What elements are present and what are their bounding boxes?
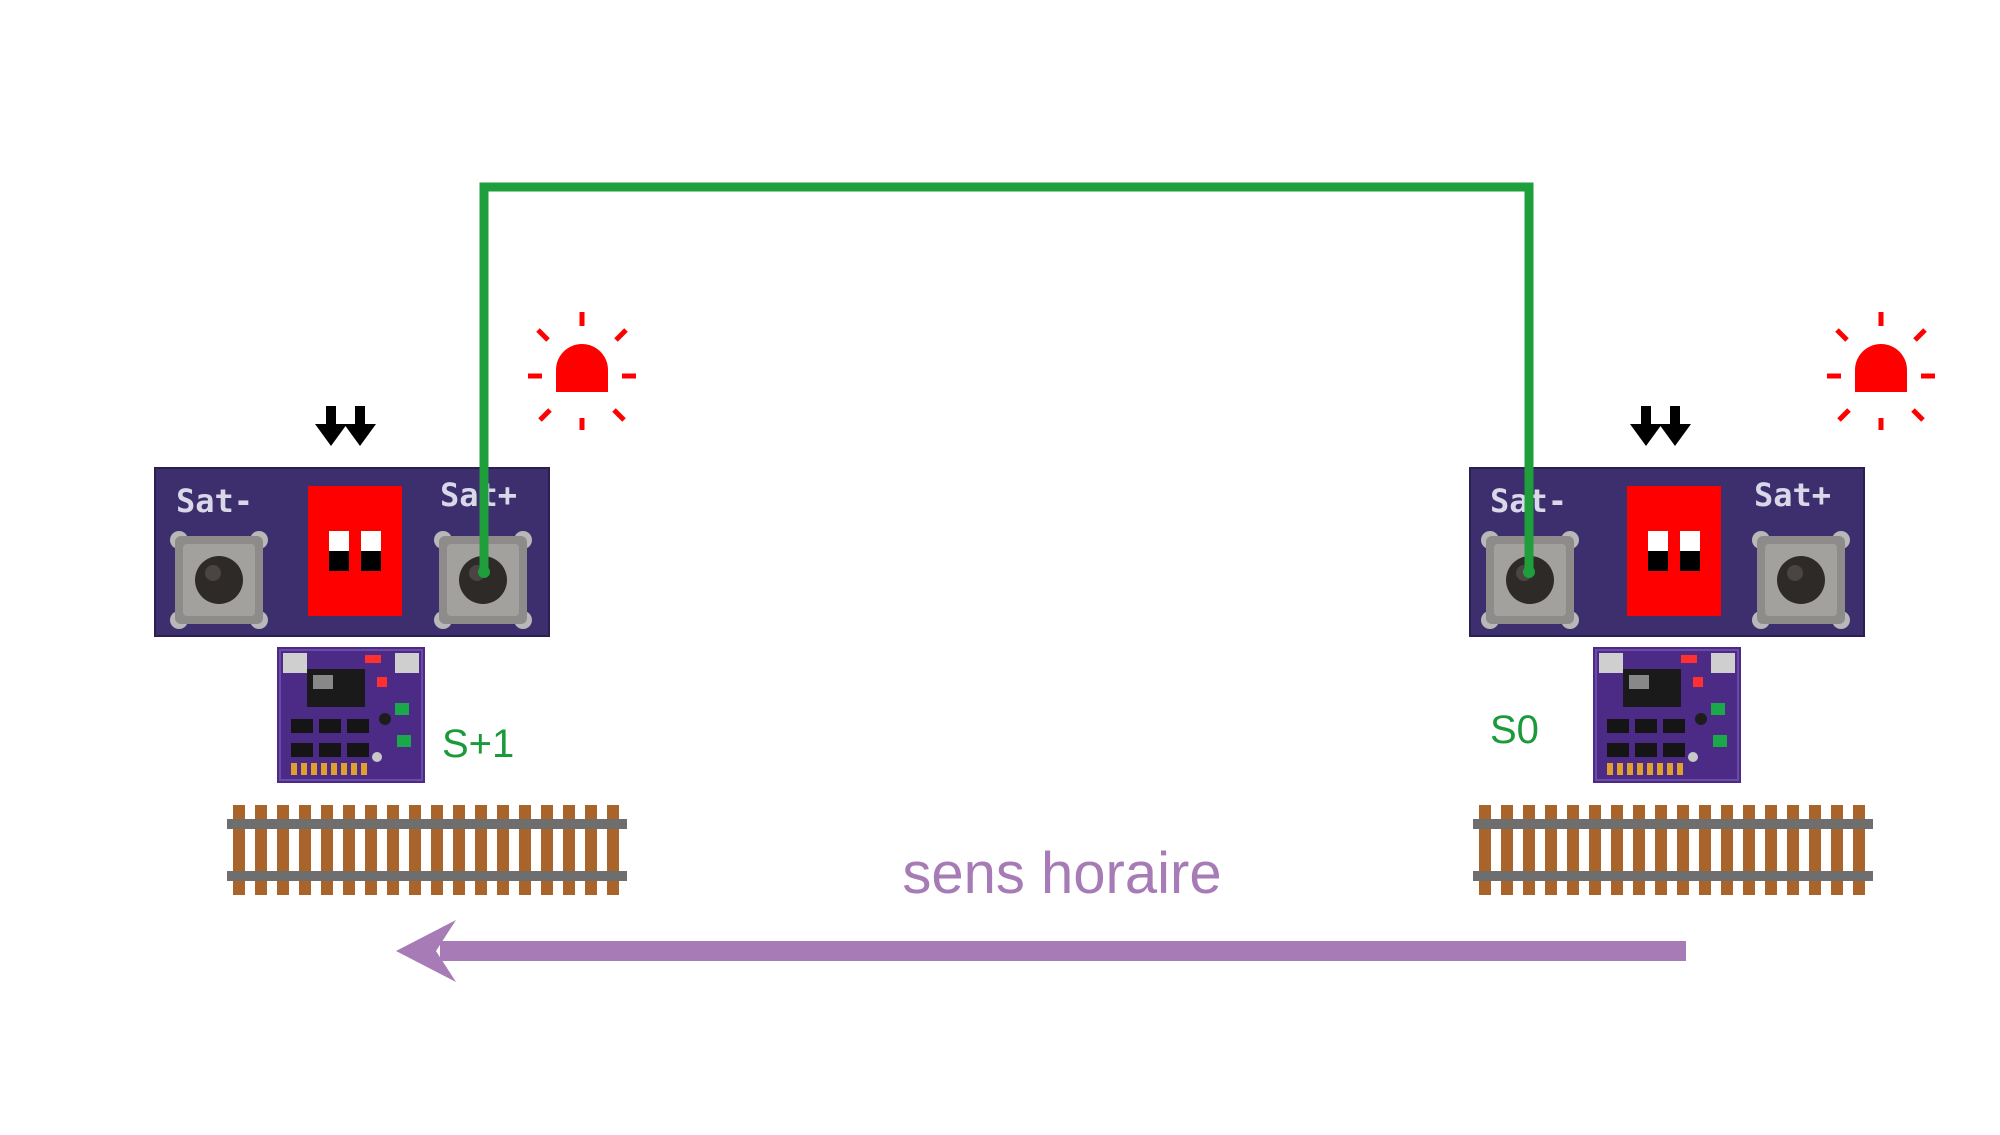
direction-arrow-icon (396, 920, 1686, 982)
satellite-s-plus-1: Sat- Sat+ S+1 (154, 312, 636, 895)
wire-endpoint (1523, 566, 1535, 578)
double-down-arrow-icon (315, 406, 376, 446)
rail-track-icon (1473, 805, 1873, 895)
circuit-board-icon (1592, 646, 1742, 784)
push-button-plus[interactable] (1752, 531, 1850, 629)
wire-endpoint (478, 566, 490, 578)
double-down-arrow-icon (1630, 406, 1691, 446)
satellite-id-label: S0 (1490, 708, 1539, 752)
satellite-s0: Sat- Sat+ S0 (1469, 312, 1935, 895)
circuit-board-icon (276, 646, 426, 784)
direction-label: sens horaire (902, 841, 1221, 906)
button-plus-label: Sat+ (440, 476, 517, 514)
rail-track-icon (227, 805, 627, 895)
connection-wire (479, 182, 1534, 572)
push-button-minus[interactable] (170, 531, 268, 629)
dip-switch-icon[interactable] (308, 486, 402, 616)
button-minus-label: Sat- (176, 482, 253, 520)
button-plus-label: Sat+ (1754, 476, 1831, 514)
board-closeup: Sat- Sat+ (154, 467, 550, 637)
alarm-light-icon (528, 312, 636, 430)
alarm-light-icon (1827, 312, 1935, 430)
dip-switch-icon[interactable] (1627, 486, 1721, 616)
satellite-id-label: S+1 (442, 722, 514, 766)
